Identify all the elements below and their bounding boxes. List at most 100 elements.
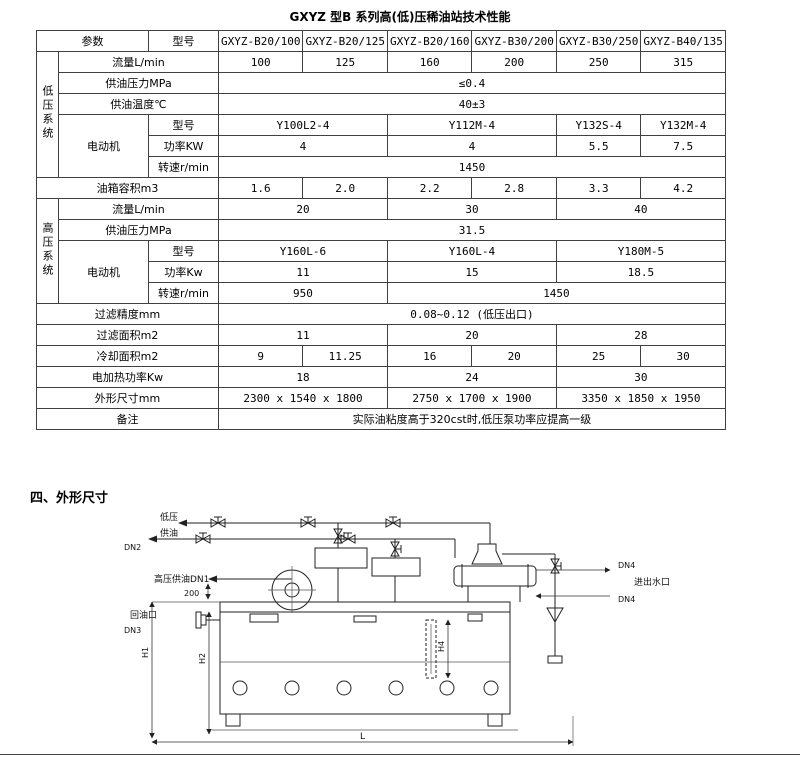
dimension-lines (149, 601, 574, 746)
value-cell: Y100L2-4 (218, 114, 388, 136)
row-label-heater-power: 电加热功率Kw (36, 366, 219, 388)
table-row: 电动机 型号 Y100L2-4 Y112M-4 Y132S-4 Y132M-4 (37, 114, 726, 178)
high-pressure-piping (208, 575, 292, 583)
valve-icon (333, 528, 345, 544)
group-high-pressure: 高压系统 (36, 198, 59, 304)
drain-funnel-assembly (502, 553, 564, 664)
value-cell: 24 (386, 366, 557, 388)
motor-bell (471, 543, 503, 565)
oil-tank (212, 601, 518, 731)
header-model-5: GXYZ-B30/250 (555, 30, 642, 52)
value-cell: 20 (471, 345, 557, 367)
table-row: 外形尺寸mm 2300 x 1540 x 1800 2750 x 1700 x … (36, 387, 726, 409)
value-cell: 125 (302, 51, 388, 73)
value-cell: 30 (555, 366, 726, 388)
value-cell: 2.8 (471, 177, 557, 199)
value-cell: 7.5 (640, 135, 726, 157)
valve-icon (385, 516, 401, 528)
label-return-port: 回油口 (130, 609, 157, 621)
label-dn2: DN2 (124, 543, 141, 552)
page-bottom-rule (0, 754, 800, 755)
table-row: 转速r/min 950 1450 (37, 282, 726, 304)
table-row: 供油压力MPa ≤0.4 (37, 72, 726, 94)
label-dn4-top: DN4 (618, 561, 635, 570)
header-model-6: GXYZ-B40/135 (640, 30, 726, 52)
table-row: 低压系统 流量L/min 100 125 160 200 250 315 (36, 51, 726, 178)
row-label-filter-precision: 过滤精度mm (36, 303, 219, 325)
label-supply: 供油 (160, 527, 178, 539)
header-model-4: GXYZ-B30/200 (471, 30, 557, 52)
row-label-low-motor: 电动机 (58, 114, 149, 178)
value-cell: 4 (218, 135, 388, 157)
value-cell: Y180M-5 (555, 240, 726, 262)
value-cell: 950 (218, 282, 388, 304)
note-cell: 实际油粘度高于320cst时,低压泵功率应提高一级 (218, 408, 726, 430)
value-cell: 0.08~0.12 (低压出口) (218, 303, 726, 325)
value-cell: Y160L-6 (218, 240, 388, 262)
label-h2: H2 (198, 653, 207, 664)
value-cell: 100 (217, 51, 304, 73)
value-cell: 16 (386, 345, 473, 367)
section-heading: 四、外形尺寸 (30, 491, 109, 506)
value-cell: 9 (217, 345, 304, 367)
value-cell: 1450 (386, 282, 726, 304)
table-row: 供油温度℃ 40±3 (37, 93, 726, 115)
outline-dimensions-diagram: 低压 供油 DN2 高压供油DN1 200 回油口 DN3 (124, 511, 670, 746)
header-model: 型号 (148, 30, 219, 52)
label-high-supply: 高压供油DN1 (154, 573, 209, 585)
valve-icon (390, 541, 402, 557)
value-cell: 11 (218, 261, 388, 283)
value-cell: 11.25 (302, 345, 388, 367)
value-cell: 18 (218, 366, 388, 388)
value-cell: 28 (555, 324, 726, 346)
value-cell: 11 (218, 324, 388, 346)
row-label-outline-dims: 外形尺寸mm (36, 387, 219, 409)
value-cell: 25 (555, 345, 642, 367)
row-label-filter-area: 过滤面积m2 (36, 324, 219, 346)
oil-cooler (453, 564, 537, 602)
value-cell: 5.5 (555, 135, 642, 157)
value-cell: 3.3 (555, 177, 642, 199)
value-cell: 30 (386, 198, 557, 220)
label-h4: H4 (437, 641, 446, 652)
row-label-tank-volume: 油箱容积m3 (36, 177, 219, 199)
value-cell: Y160L-4 (386, 240, 557, 262)
value-cell: Y112M-4 (386, 114, 557, 136)
valve-icon (195, 532, 211, 544)
value-cell: 2750 x 1700 x 1900 (386, 387, 557, 409)
header-model-1: GXYZ-B20/100 (217, 30, 304, 52)
table-row: 备注 实际油粘度高于320cst时,低压泵功率应提高一级 (36, 408, 726, 430)
table-row: 过滤精度mm 0.08~0.12 (低压出口) (36, 303, 726, 325)
value-cell: 2300 x 1540 x 1800 (218, 387, 388, 409)
header-row: 参数 型号 GXYZ-B20/100 GXYZ-B20/125 GXYZ-B20… (36, 30, 726, 52)
value-cell: 31.5 (218, 219, 726, 241)
value-cell: 30 (640, 345, 726, 367)
label-dn3: DN3 (124, 626, 141, 635)
group-low-pressure: 低压系统 (36, 51, 59, 178)
row-label-high-flow: 流量L/min (58, 198, 219, 220)
valve-icon (300, 516, 316, 528)
header-model-3: GXYZ-B20/160 (386, 30, 473, 52)
group-low-pressure-label: 低压系统 (41, 85, 54, 141)
row-label-low-motor-speed: 转速r/min (148, 156, 219, 178)
row-label-high-pressure: 供油压力MPa (58, 219, 219, 241)
valve-icon (210, 516, 226, 528)
row-label-low-pressure: 供油压力MPa (58, 72, 219, 94)
value-cell: 18.5 (555, 261, 726, 283)
value-cell: 2.2 (386, 177, 473, 199)
table-row: 高压系统 流量L/min 20 30 40 (36, 198, 726, 304)
label-dim-200: 200 (184, 589, 199, 598)
table-row: 油箱容积m3 1.6 2.0 2.2 2.8 3.3 4.2 (36, 177, 726, 199)
value-cell: 1.6 (217, 177, 304, 199)
table-row: 冷却面积m2 9 11.25 16 20 25 30 (36, 345, 726, 367)
value-cell: 40 (555, 198, 726, 220)
value-cell: 200 (471, 51, 557, 73)
row-label-low-motor-model: 型号 (148, 114, 219, 136)
value-cell: 160 (386, 51, 473, 73)
row-label-low-motor-power: 功率KW (148, 135, 219, 157)
row-label-high-motor-speed: 转速r/min (148, 282, 219, 304)
value-cell: Y132S-4 (555, 114, 642, 136)
label-water-ports: 进出水口 (634, 576, 670, 588)
low-pressure-piping (148, 516, 491, 558)
value-cell: 1450 (218, 156, 726, 178)
